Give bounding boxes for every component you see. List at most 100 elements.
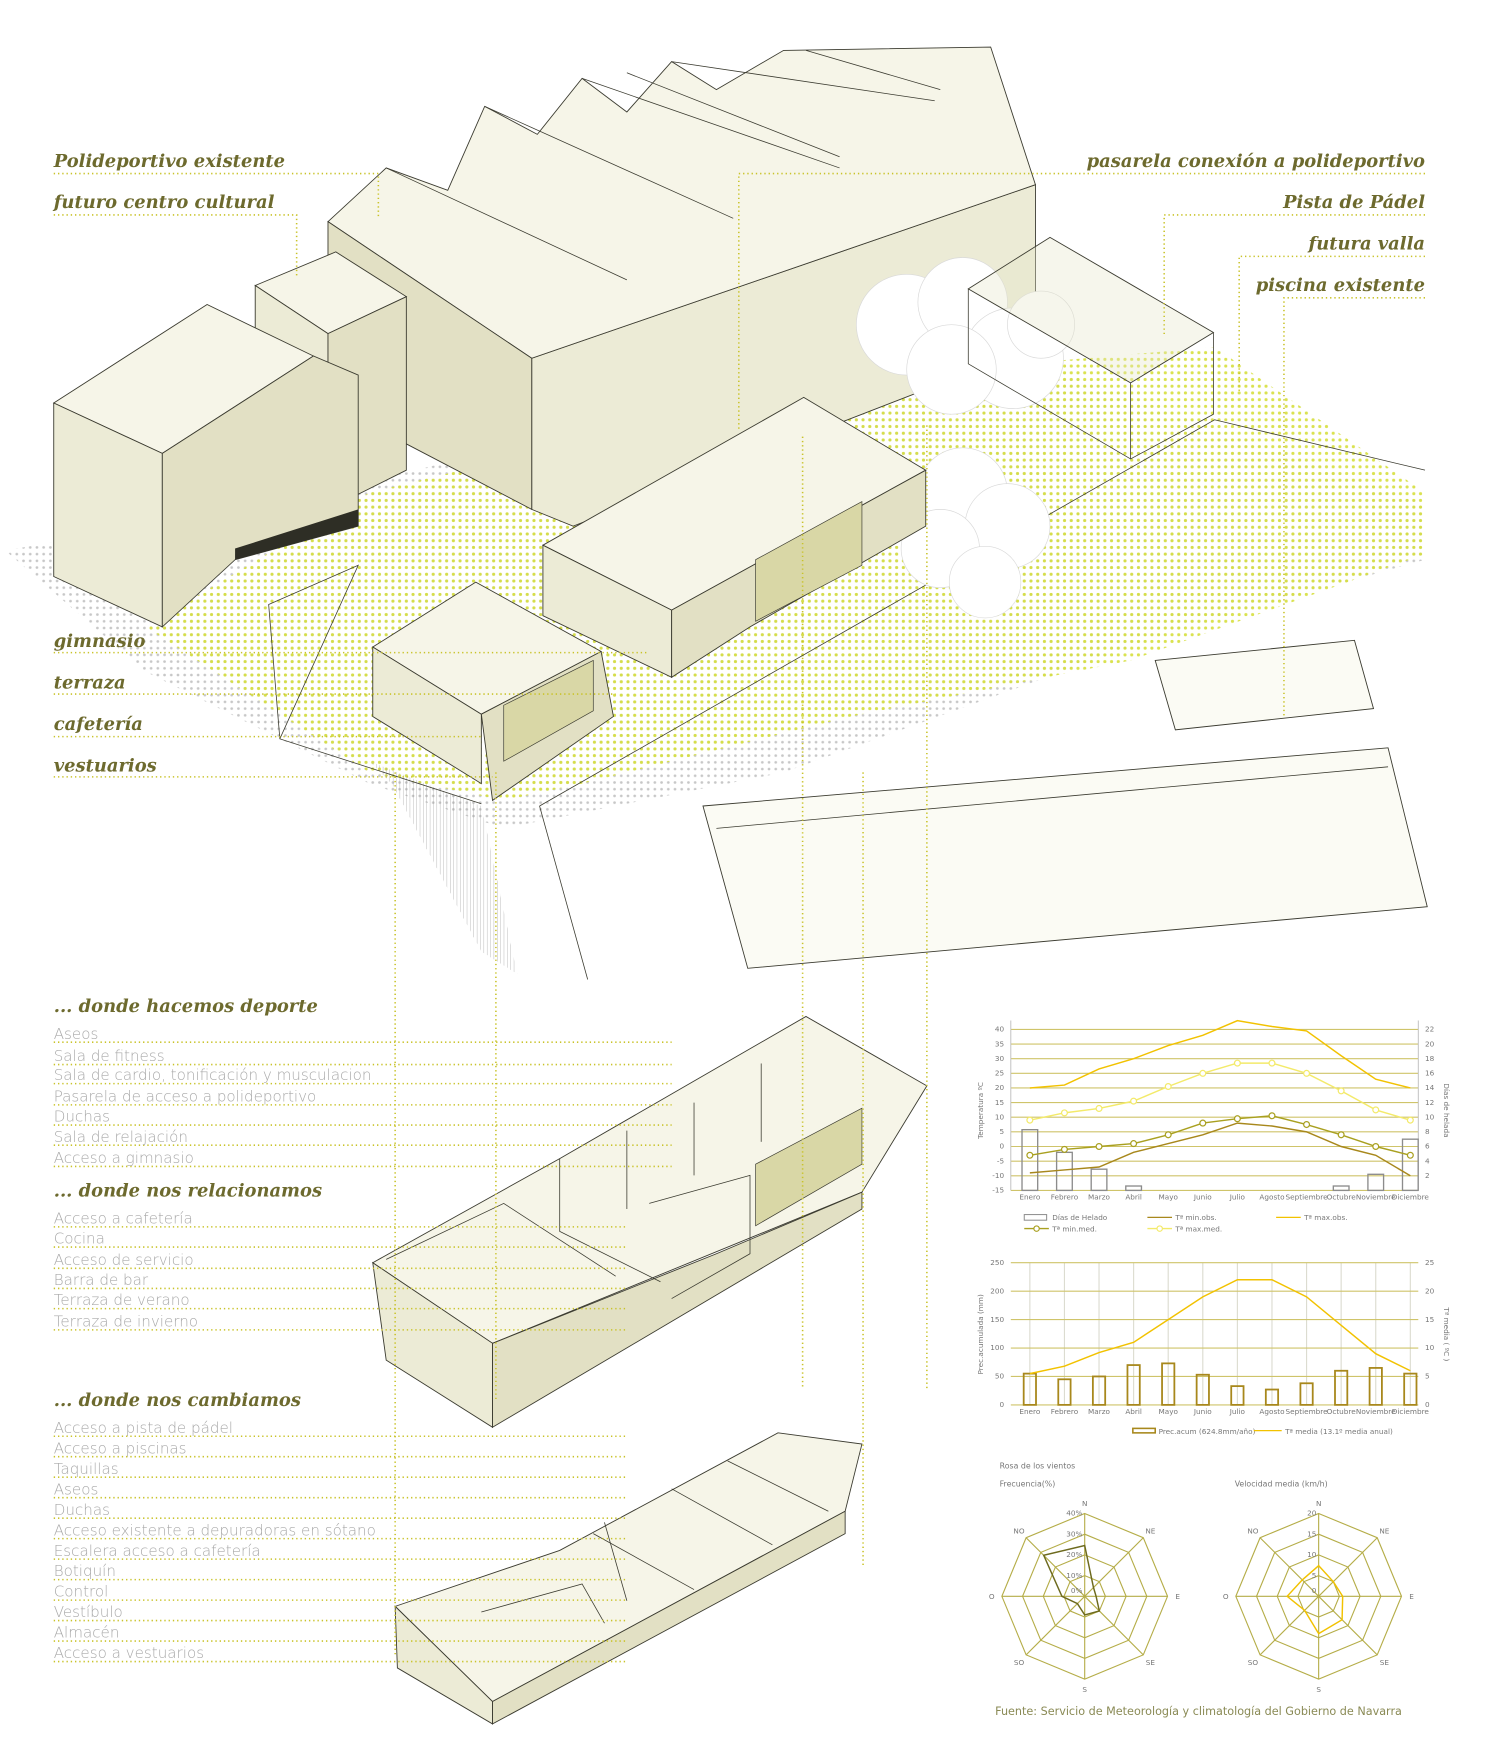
x-tick-label: Junio	[1193, 1407, 1212, 1416]
series-marker	[1164, 1082, 1172, 1091]
cafeteria-glazing	[503, 659, 594, 762]
x-tick-label: Octubre	[1327, 1407, 1357, 1416]
y-tick-label: 20	[995, 1083, 1005, 1092]
ring-label: 5	[1312, 1571, 1317, 1580]
direction-label: N	[1316, 1499, 1321, 1508]
y-right-axis-title: Días de helada	[1442, 1083, 1451, 1137]
legend-label: Días de Helado	[1052, 1213, 1108, 1222]
x-tick-label: Noviembre	[1356, 1192, 1396, 1201]
rose-spoke	[1318, 1595, 1378, 1656]
x-tick-label: Diciembre	[1392, 1192, 1430, 1201]
y-right-tick-label: 20	[1425, 1039, 1435, 1048]
series-marker	[1406, 1151, 1414, 1159]
program-item: Sala de relajación	[54, 1128, 188, 1146]
program-item: Botiquín	[54, 1562, 116, 1580]
rose-spoke	[1025, 1595, 1086, 1656]
program-item: Pasarela de acceso a polideportivo	[54, 1088, 317, 1106]
label-futura-valla: futura valla	[1307, 234, 1426, 255]
precipitation-bar	[1334, 1369, 1349, 1406]
y-tick-label: 200	[990, 1286, 1004, 1295]
ring-label: 0%	[1071, 1586, 1083, 1595]
precipitation-bar	[1126, 1364, 1141, 1406]
ring-label: 40%	[1066, 1509, 1082, 1518]
series-marker	[1095, 1142, 1103, 1151]
y-tick-label: 0	[999, 1400, 1004, 1409]
polideportivo-roof	[327, 46, 1037, 359]
y-tick-label: 40	[995, 1025, 1005, 1034]
program-item: Cocina	[54, 1230, 105, 1248]
item-leader-lines	[53, 1041, 672, 1663]
program-item: Aseos	[54, 1025, 99, 1043]
y-tick-label: 25	[995, 1069, 1004, 1078]
program-item: Acceso existente a depuradoras en sótano	[54, 1521, 376, 1539]
precipitation-bar	[1161, 1362, 1176, 1406]
y-tick-label: 5	[999, 1127, 1004, 1136]
y-right-tick-label: 4	[1425, 1156, 1430, 1165]
series-marker	[1026, 1151, 1034, 1159]
section-heading-relacionamos: ... donde nos relacionamos	[54, 1181, 322, 1202]
temperature-chart: 4035302520151050-5-10-152220181614121086…	[976, 1019, 1451, 1233]
frost-days-bar	[1367, 1173, 1385, 1192]
rose-data-polygon	[1286, 1564, 1344, 1635]
legend-swatch	[1132, 1427, 1157, 1434]
y-right-tick-label: 6	[1425, 1142, 1430, 1151]
legend-marker	[1156, 1225, 1163, 1232]
legend-label: Tª min.med.	[1051, 1224, 1097, 1233]
y-right-tick-label: 14	[1425, 1083, 1435, 1092]
program-item: Almacén	[54, 1624, 120, 1642]
program-item: Duchas	[54, 1501, 110, 1519]
y-tick-label: 35	[995, 1039, 1004, 1048]
direction-label: NE	[1145, 1526, 1155, 1535]
series-line-2	[1029, 1019, 1411, 1089]
label-terraza: terraza	[54, 672, 126, 693]
series-marker	[1164, 1131, 1172, 1139]
leader-lines	[53, 172, 1425, 1657]
y-right-tick-label: 12	[1425, 1098, 1434, 1107]
precipitation-bar	[1264, 1388, 1280, 1406]
precipitation-bar	[1195, 1373, 1210, 1406]
x-tick-label: Marzo	[1088, 1192, 1111, 1201]
program-item: Terraza de invierno	[54, 1313, 198, 1331]
path-edge	[539, 419, 1426, 807]
precipitation-bar	[1091, 1375, 1107, 1406]
wind-speed-title: Velocidad media (km/h)	[1235, 1480, 1328, 1489]
series-marker	[1337, 1131, 1345, 1139]
section-heading-deporte: ... donde hacemos deporte	[54, 996, 318, 1017]
y-tick-label: 10	[995, 1112, 1005, 1121]
wind-rose-title: Rosa de los vientos	[1000, 1462, 1076, 1471]
label-cafeteria: cafetería	[54, 714, 143, 735]
large-pool	[702, 747, 1428, 969]
program-item: Acceso a cafetería	[54, 1210, 193, 1228]
wind-frequency-title: Frecuencia(%)	[1000, 1480, 1056, 1489]
program-item: Acceso de servicio	[54, 1251, 194, 1269]
direction-label: SO	[1248, 1658, 1259, 1667]
site-labels: Polideportivo existente futuro centro cu…	[52, 151, 1425, 776]
ring-label: 10%	[1066, 1571, 1082, 1580]
program-lists: ... donde hacemos deporte ... donde nos …	[54, 996, 376, 1662]
series-marker	[1060, 1109, 1068, 1117]
y-right-tick-label: 18	[1425, 1054, 1435, 1063]
label-vestuarios: vestuarios	[54, 755, 157, 776]
x-tick-label: Diciembre	[1392, 1407, 1430, 1416]
y-tick-label: 150	[990, 1315, 1004, 1324]
program-item: Escalera acceso a cafetería	[54, 1542, 261, 1560]
series-marker	[1199, 1119, 1207, 1127]
x-tick-label: Enero	[1019, 1407, 1040, 1416]
y-right-tick-label: 0	[1425, 1400, 1430, 1409]
program-item: Acceso a gimnasio	[54, 1149, 194, 1167]
ramp-hatch	[369, 761, 518, 974]
rose-spoke	[1025, 1537, 1086, 1597]
y-tick-label: -15	[992, 1186, 1004, 1195]
precipitation-bar	[1230, 1385, 1245, 1406]
left-block-opening	[235, 509, 359, 560]
label-polideportivo: Polideportivo existente	[53, 151, 285, 172]
direction-label: E	[1409, 1592, 1414, 1601]
x-tick-label: Julio	[1229, 1192, 1246, 1201]
series-line-4	[1029, 1062, 1411, 1121]
series-marker	[1130, 1097, 1138, 1105]
rose-spoke	[1259, 1595, 1320, 1656]
y-tick-label: 50	[995, 1372, 1005, 1381]
rose-spoke	[1318, 1537, 1378, 1597]
x-tick-label: Agosto	[1259, 1407, 1285, 1416]
